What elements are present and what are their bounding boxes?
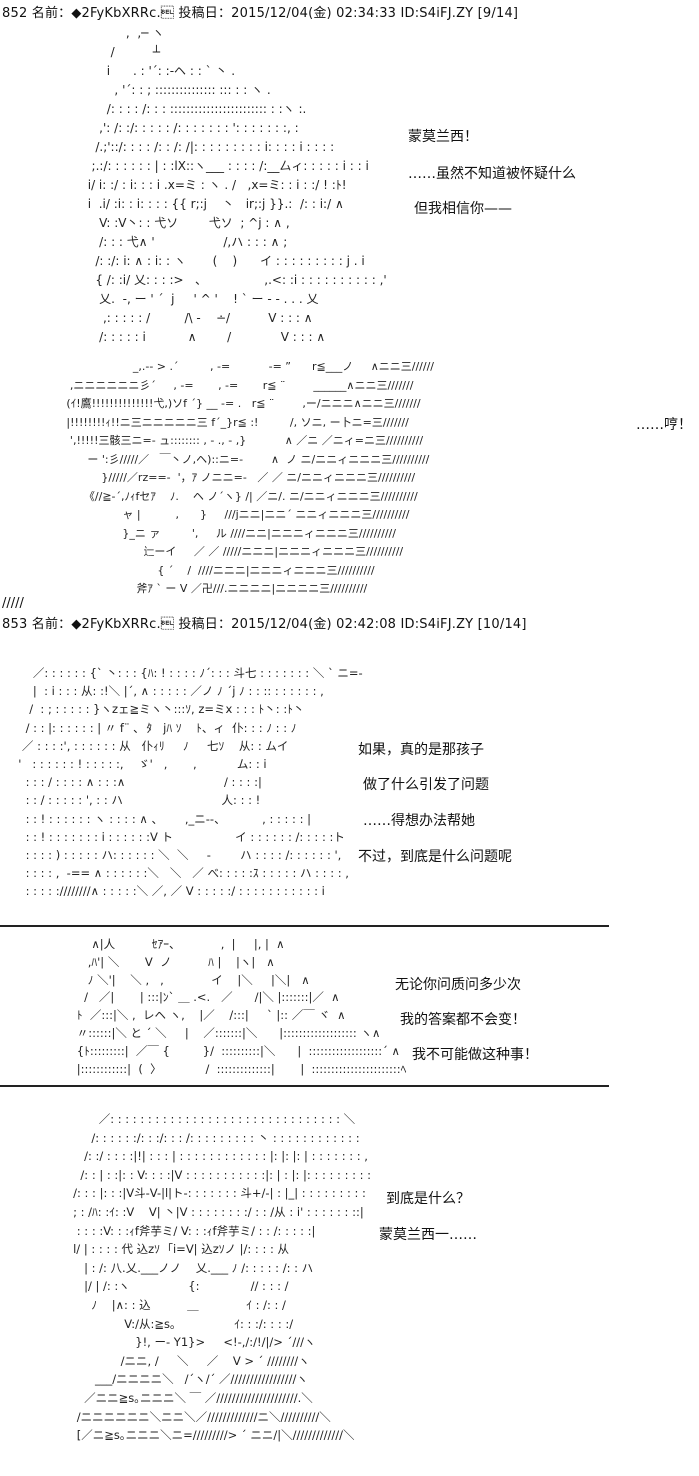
panel-divider bbox=[0, 925, 609, 927]
art-line: ／: : : : : : {` 丶: : : {ﾊ: ! : : : : ﾉ´:… bbox=[0, 666, 363, 680]
art-line: / : ; : : : : : }ヽzェ≧ミヽ丶:::ｿ, z=ミx : : :… bbox=[0, 702, 305, 717]
art-line: : : : / : : : : ∧ : : :∧ / : : : :| bbox=[0, 775, 262, 790]
dialog-line: 但我相信你—— bbox=[414, 201, 512, 217]
art-line: , '´: : ; ::::::::::::::: ::: : : ヽ . bbox=[0, 83, 271, 97]
art-line: : : : :V: : :ｨf斧芋ミ/ V: : :ｨf斧芋ミ/ : : /: … bbox=[0, 1223, 316, 1238]
art-line: 乂. -, ー ' ´ j ' ^ ' ! ` ー - - . . . 乂 bbox=[0, 292, 319, 306]
art-line: ﾉ ＼'| ＼ , , イ |＼ |＼| ∧ bbox=[0, 972, 310, 987]
art-line: |!!!!!!!!ｨ!!ニ三ニニニニニ三 f´_}r≦ :! /, ソニ, ー卜… bbox=[0, 415, 409, 429]
art-line: ,ニニニニニニ彡´ , -= , -= r≦ ¨ ______∧ニニ三/////… bbox=[0, 378, 414, 392]
art-line: /: : : : /: : : ::::::::::::::::::::::::… bbox=[0, 102, 307, 116]
art-line: : : / : : : : : ', : : ハ 人: : : ! bbox=[0, 793, 261, 808]
dialog-line: 无论你问质问多少次 bbox=[395, 977, 521, 993]
ascii-art-character-2: _,.-- > .´ , -= -= ” r≦___ノ ∧ニニ三////// ,… bbox=[0, 358, 434, 599]
ascii-art-character-1: , ,─ ヽ / ┴ i . : '´: :‐ヘ : : ` 丶 . , '´:… bbox=[0, 24, 387, 347]
art-line: |/ | /: :ヽ {: // : : : / bbox=[0, 1279, 289, 1294]
art-line: ﾄ ／:::|＼ , レヘ ヽ, |／ /:::| ` |:: ／￣ ヾ ∧ bbox=[0, 1008, 346, 1023]
art-line: i .i/ :i: : i: : : : {{ r;:j 丶 ir;:j }}.… bbox=[0, 197, 344, 211]
art-line: [／ニ≧s｡ニニニ＼ニ=/////////> ´ ニニ/|＼//////////… bbox=[0, 1428, 355, 1443]
art-line: ; : /ﾊ: :ｲ: :V V| 丶|V : : : : : : : :/ :… bbox=[0, 1204, 364, 1219]
art-line: ャ | , } ///jニニ|ニニ´ ニニィニニニ三////////// bbox=[0, 508, 410, 521]
art-line: ／ニニ≧s｡ニニニ＼ ￣ ／/////////////////////.＼ bbox=[0, 1390, 313, 1405]
art-line: /: : : : : :/: : :/: : : /: : : : : : : … bbox=[0, 1130, 360, 1145]
art-line: ;.:/: : : : : : | : :lX::ヽ___ : : : : /:… bbox=[0, 159, 369, 173]
art-line: _,.-- > .´ , -= -= ” r≦___ノ ∧ニニ三////// bbox=[0, 360, 434, 373]
art-line: i/ i: :/ : i: : : i .x=ミ : ヽ . / ,x=ミ: :… bbox=[0, 178, 347, 192]
post-header-853: 853 名前：◆2FyKbXRRc. 投稿日：2015/12/04(金) 02… bbox=[2, 617, 527, 632]
dialog-line: 到底是什么？ bbox=[386, 1191, 470, 1207]
dialog-line: ……哼！ bbox=[636, 417, 692, 433]
art-line: 〃::::::|＼ と ´ ＼ | ／:::::::|＼ |::::::::::… bbox=[0, 1025, 381, 1040]
ascii-art-panel-1: ／: : : : : : {` 丶: : : {ﾊ: ! : : : : ﾉ´:… bbox=[0, 664, 363, 901]
dialog-line: ……得想办法帮她 bbox=[363, 813, 475, 829]
art-line: }!, ー- Y1}> <!-,/:/!/|/> ´///ヽ bbox=[0, 1335, 316, 1350]
art-line: V:/从:≧s｡ ｲ: : :/: : : :/ bbox=[0, 1316, 294, 1331]
art-line: (ｲ!鷹!!!!!!!!!!!!!!弋,)ソf ´} __ -= . r≦ ¨ … bbox=[0, 397, 421, 410]
art-line: /: : : 弋∧ ' /,ハ : : : ∧ ; bbox=[0, 235, 288, 249]
art-line: { /: :i/ 乂: : : :> 、 ,.<: :i : : : : : :… bbox=[0, 273, 387, 287]
art-line: V: :V丶: : 弋ソ 弋ソ ; ^j : ∧ , bbox=[0, 216, 290, 230]
art-line: l/ | : : : : 代 込zｿ ｢i=V| 込zｿノ |/: : : : … bbox=[0, 1242, 290, 1257]
art-line: ',!!!!!三骸三ニ=- ュ:::::::: , - ., - ,} ∧ ／ニ… bbox=[0, 434, 424, 447]
art-line: /: : : |: : :|V斗-V-|l|ト-: : : : : : : 斗+… bbox=[0, 1186, 366, 1201]
dialog-line: 如果，真的是那孩子 bbox=[358, 742, 484, 758]
art-line: 斧ｱ ` ー V ／卍///.ニニニニ|ニニニニ三////////// bbox=[0, 582, 368, 595]
art-line: : : : : ) : : : : : ハ: : : : : : ＼ ＼ - ハ… bbox=[0, 848, 342, 863]
art-line: : : ! : : : : : : ヽ : : : : ∧ 、 ,_ニ-‐、 ,… bbox=[0, 811, 311, 826]
dialog-line: 蒙莫兰西一…… bbox=[379, 1227, 477, 1243]
art-line: /.;'::/: : : : /: : /: /|: : : : : : : :… bbox=[0, 140, 335, 154]
art-line: ' : : : : : : ! : : : : :, ゞ' , , ム: : i bbox=[0, 757, 267, 772]
art-line: |::::::::::::| ( 〉 / ::::::::::::::| | :… bbox=[0, 1061, 407, 1076]
art-line: ,: : : : : / /\ - ∸/ V : : : ∧ bbox=[0, 311, 313, 325]
art-line: /ニニニニニニ＼ニニ＼／/////////////ニ＼//////////＼ bbox=[0, 1409, 331, 1424]
dialog-line: 我不可能做这种事！ bbox=[412, 1047, 538, 1063]
art-line: 辷ーイ ／ ／ /////ニニニ|ニニニィニニニ三////////// bbox=[0, 545, 404, 558]
art-line: {ﾄ:::::::::| ／￣ { }/ ::::::::::|＼ | ::::… bbox=[0, 1043, 400, 1058]
ascii-art-panel-3: ／: : : : : : : : : : : : : : : : : : : :… bbox=[0, 1110, 371, 1445]
art-line: ∧|人 ｾｱｰ、 , | |, | ∧ bbox=[0, 937, 285, 951]
art-line: /: : : : : i ∧ / V : : : ∧ bbox=[0, 330, 326, 344]
art-line: ／ : : : :', : : : : : : 从 仆ｨﾘ ﾉ 七ｿ 从: : … bbox=[0, 738, 289, 753]
dialog-line: 做了什么引发了问题 bbox=[363, 777, 489, 793]
panel-divider bbox=[0, 1085, 609, 1087]
art-line: : : ! : : : : : : : i : : : : : :V ト イ :… bbox=[0, 829, 345, 844]
art-line: / : : |: : : : : : | 〃 f¨ ､ ﾀ jﾊ ｿ ﾄ、ィ 仆… bbox=[0, 720, 297, 735]
dialog-line: 我的答案都不会变！ bbox=[400, 1012, 526, 1028]
art-line: ー ':彡/////／ ￣丶ノ,ヘ)::ニ=- ∧ ノ ニ/ニニィニニニ三///… bbox=[0, 452, 430, 466]
ascii-art-panel-2: ∧|人 ｾｱｰ、 , | |, | ∧ ,ﾊ'| ＼ V ノ ﾊ | |ヽ| ∧… bbox=[0, 936, 407, 1078]
art-line: , ,─ ヽ bbox=[0, 26, 165, 40]
dialog-line: 蒙莫兰西！ bbox=[408, 129, 478, 145]
art-line: /: :/: i: ∧ : i: : ヽ ( ) イ : : : : : : :… bbox=[0, 254, 365, 268]
art-line: }/////／rz==- '，ｱ ノニニ=- ／ ／ ニ/ニニィニニニ三////… bbox=[0, 471, 416, 484]
art-line: ,ﾊ'| ＼ V ノ ﾊ | |ヽ| ∧ bbox=[0, 954, 275, 969]
art-line: }_ニ ァ ', ル ////ニニ|ニニニィニニニ三////////// bbox=[0, 526, 396, 540]
art-line: / ┴ bbox=[0, 45, 161, 59]
art-line: ／: : : : : : : : : : : : : : : : : : : :… bbox=[0, 1112, 356, 1126]
art-line: i . : '´: :‐ヘ : : ` 丶 . bbox=[0, 64, 236, 78]
art-line: | : /: 八.乂.___ノノ 乂.___ ﾉ /: : : : : /: :… bbox=[0, 1260, 314, 1275]
dialog-line: 不过，到底是什么问题呢 bbox=[358, 849, 512, 865]
post-header-852: 852 名前：◆2FyKbXRRc. 投稿日：2015/12/04(金) 02… bbox=[2, 6, 519, 21]
art-line: /: : | : :|: : V: : : :|V : : : : : : : … bbox=[0, 1167, 372, 1182]
dialog-line: ……虽然不知道被怀疑什么 bbox=[408, 166, 576, 182]
art-line: 《//≧-´,ﾉｨfセｱ ﾉ. ヘ ノ´ヽ} /| ／ニ/. ニ/ニニィニニニ三… bbox=[0, 489, 418, 503]
art-line: { ´ / ////ニニニ|ニニニィニニニ三////////// bbox=[0, 563, 375, 577]
post-end-slashes: ///// bbox=[2, 596, 24, 611]
art-line: : : : : , -== ∧ : : : : : :＼ ＼ ／ べ: : : … bbox=[0, 866, 349, 881]
art-line: | : i : : : 从: :!＼ |´, ∧ : : : : : ／ノ ﾉ … bbox=[0, 684, 324, 699]
art-line: / ／| | :::|ﾝ` ＿ .<. ／ /|＼ |:::::::|／ ∧ bbox=[0, 990, 340, 1005]
art-line: ,': /: :/: : : : : /: : : : : : : ': : :… bbox=[0, 121, 299, 135]
art-line: /ニニ, / ＼ ／ V > ´ ////////ヽ bbox=[0, 1353, 310, 1368]
art-line: : : : : :////////∧ : : : : :＼ ／, ／ V : :… bbox=[0, 884, 325, 899]
art-line: ﾉ |∧: : 込 ＿ ｲ : /: : / bbox=[0, 1297, 286, 1312]
art-line: ___/ニニニニ＼ /´ヽ/´ ／/////////////////ヽ bbox=[0, 1372, 308, 1387]
art-line: /: :/ : : : :|!| : : : | : : : : : : : :… bbox=[0, 1149, 368, 1164]
